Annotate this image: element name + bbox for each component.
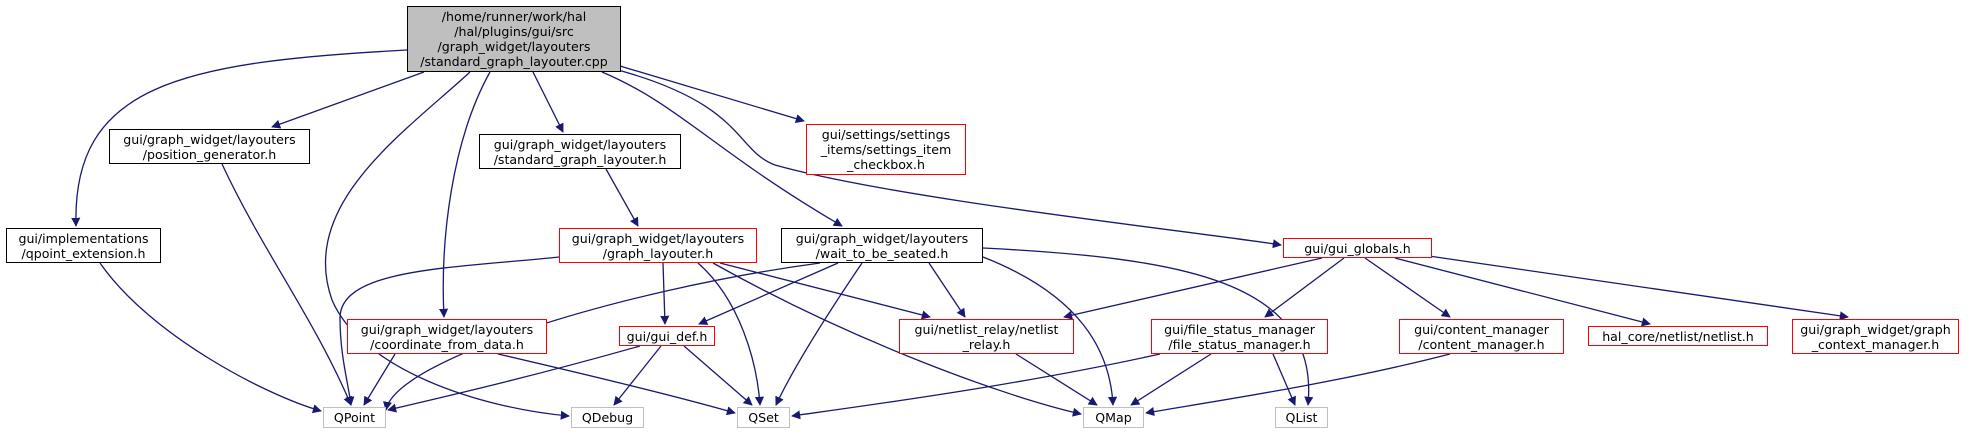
edge-graph-layouter-to-qpoint [339,256,560,406]
node-label-line: gui/settings/settings [821,127,951,142]
node-label-line: QList [1285,410,1318,425]
edge-gui-globals-to-graph-context-manager [1414,253,1849,321]
node-position-generator[interactable]: gui/graph_widget/layouters /position_gen… [109,129,310,164]
edge-wait-to-be-seated-to-gui-def [698,262,839,325]
edge-graph-layouter-to-netlist-relay [719,262,931,320]
edge-wait-to-be-seated-to-qmap [982,256,1118,406]
edge-coordinate-from-data-to-qset [497,353,736,416]
edge-file-status-manager-to-qlist [1272,353,1296,406]
node-label-line: gui/graph_widget/layouters [493,136,667,152]
node-label-line: gui/graph_widget/layouters [571,230,745,246]
edge-root-to-wait-to-be-seated [601,71,843,227]
edge-wait-to-be-seated-to-qset [775,262,863,406]
node-coordinate-from-data[interactable]: gui/graph_widget/layouters /coordinate_f… [347,319,547,354]
node-label-line: _checkbox.h [847,157,925,172]
edge-gui-globals-to-content-manager [1364,257,1451,318]
node-label-line: _relay.h [962,336,1011,352]
edge-gui-def-to-qset [683,345,753,406]
node-label-line: QDebug [581,410,634,425]
node-label-line: gui/graph_widget/layouters [360,321,534,337]
edge-root-to-qpoint-extension [71,49,408,227]
edge-root-to-gui-globals [617,69,1282,249]
node-graph-context-manager[interactable]: gui/graph_widget/graph _context_manager.… [1792,319,1959,354]
node-qset[interactable]: QSet [737,407,790,428]
edge-root-to-coordinate-from-data [439,71,491,318]
edge-gui-def-to-qpoint [387,345,641,413]
edge-root-to-position-generator [271,71,425,129]
node-standard-graph-layouter-header[interactable]: gui/graph_widget/layouters /standard_gra… [479,134,681,169]
node-label-line: gui/graph_widget/layouters [795,230,969,246]
node-label-line: /standard_graph_layouter.cpp [420,54,608,69]
edge-qpoint-extension-to-qpoint [99,262,322,414]
edge-gui-globals-to-file-status-manager [1264,257,1345,318]
node-label-line: /home/runner/work/hal [441,9,587,24]
node-graph-layouter[interactable]: gui/graph_widget/layouters /graph_layout… [559,228,757,263]
node-gui-def[interactable]: gui/gui_def.h [619,326,715,346]
dependency-edges [71,49,1849,420]
node-label-line: gui/graph_widget/layouters [123,131,296,147]
node-label-line: /standard_graph_layouter.h [493,151,667,167]
node-qlist[interactable]: QList [1275,407,1328,428]
node-label-line: _items/settings_item [820,142,952,157]
edge-root-to-standard-layouter-h [532,71,564,133]
node-qmap[interactable]: QMap [1083,407,1144,428]
node-label-line: /qpoint_extension.h [21,245,146,261]
edge-wait-to-be-seated-to-netlist-relay [928,262,966,318]
edge-gui-def-to-qdebug [613,345,662,406]
edge-position-generator-to-qpoint [221,163,352,406]
node-label-line: QSet [748,410,779,425]
node-label-line: /content_manager.h [1418,336,1545,352]
node-root-file[interactable]: /home/runner/work/hal /hal/plugins/gui/s… [407,6,621,72]
edge-graph-layouter-to-gui-def [660,262,670,325]
node-label-line: /graph_widget/layouters [437,39,591,54]
edge-standard-layouter-h-to-graph-layouter [605,168,639,227]
node-label-line: /coordinate_from_data.h [370,336,524,352]
node-label-line: /wait_to_be_seated.h [815,245,949,261]
node-label-line: /graph_layouter.h [602,245,714,261]
node-label-line: /position_generator.h [142,146,277,162]
node-wait-to-be-seated[interactable]: gui/graph_widget/layouters /wait_to_be_s… [781,228,983,263]
edge-gui-globals-to-netlist-relay [1063,257,1323,320]
edge-netlist-relay-to-qmap [1015,353,1098,406]
node-label-line: gui/file_status_manager [1164,321,1315,337]
node-label-line: _context_manager.h [1811,336,1940,352]
node-label-line: QPoint [333,410,376,425]
edge-file-status-manager-to-qmap [1130,353,1212,406]
node-file-status-manager[interactable]: gui/file_status_manager /file_status_man… [1151,319,1328,354]
node-label-line: /hal/plugins/gui/src [454,24,574,39]
node-label-line: QMap [1095,410,1132,425]
node-content-manager[interactable]: gui/content_manager /content_manager.h [1399,319,1564,354]
edge-content-manager-to-qmap [1145,353,1451,417]
edge-coordinate-from-data-to-qpoint [363,353,396,406]
edge-root-to-settings-checkbox [619,65,805,124]
node-label-line: gui/gui_def.h [626,328,708,344]
node-label-line: gui/gui_globals.h [1304,240,1411,256]
node-settings-item-checkbox[interactable]: gui/settings/settings _items/settings_it… [806,124,966,175]
node-label-line: /file_status_manager.h [1168,336,1311,352]
edge-wait-to-be-seated-to-qlist [982,247,1314,406]
node-netlist-relay[interactable]: gui/netlist_relay/netlist _relay.h [899,319,1074,354]
node-label-line: gui/content_manager [1414,321,1549,337]
node-qpoint-extension[interactable]: gui/implementations /qpoint_extension.h [6,228,161,263]
edge-graph-layouter-to-qset [697,262,764,406]
edge-gui-globals-to-netlist-header [1394,257,1651,327]
node-label-line: gui/netlist_relay/netlist [914,321,1059,337]
node-qpoint[interactable]: QPoint [323,407,386,428]
node-netlist-header[interactable]: hal_core/netlist/netlist.h [1588,326,1768,346]
node-gui-globals[interactable]: gui/gui_globals.h [1283,238,1432,258]
node-label-line: hal_core/netlist/netlist.h [1602,328,1754,344]
node-label-line: gui/graph_widget/graph [1800,321,1951,337]
node-qdebug[interactable]: QDebug [571,407,644,428]
node-label-line: gui/implementations [18,230,149,246]
edge-file-status-manager-to-qset [791,353,1161,420]
edge-root-to-qdebug [324,71,570,420]
